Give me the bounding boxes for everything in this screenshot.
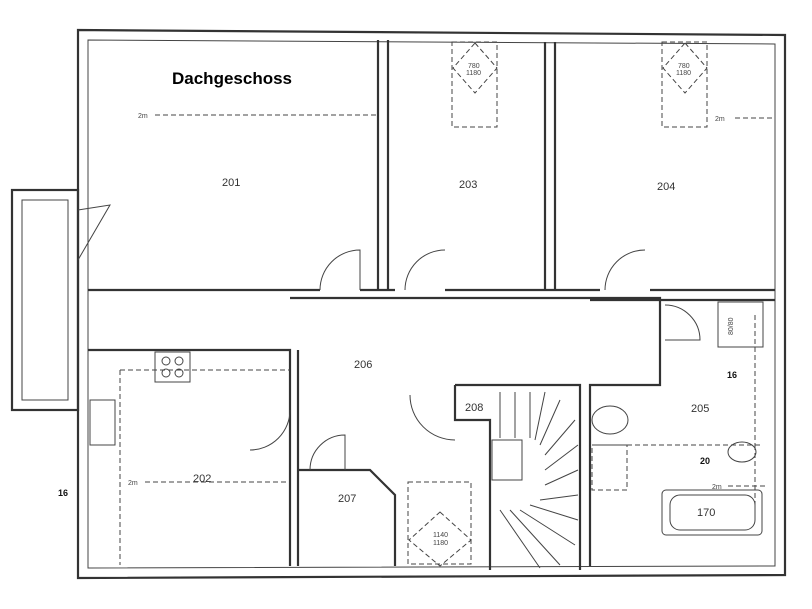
window-size-stair: 1140 xyxy=(433,532,448,539)
room-label-207: 207 xyxy=(338,493,356,505)
shower-size: 80/80 xyxy=(728,317,735,335)
room-label-204: 204 xyxy=(657,181,675,193)
room-label-201: 201 xyxy=(222,177,240,189)
kitchen-counter xyxy=(89,351,290,565)
pipe-size-bath-vertical: 16 xyxy=(727,370,737,380)
pipe-size-bath-horizontal: 20 xyxy=(700,456,710,466)
window-size-204: 780 xyxy=(678,63,690,70)
window-size-203: 780 xyxy=(468,63,480,70)
clearance-label: 2m xyxy=(138,113,148,120)
window-size-203: 1180 xyxy=(466,70,481,77)
interior-walls xyxy=(88,40,775,570)
window-size-stair: 1180 xyxy=(433,540,448,547)
bathtub-size: 170 xyxy=(697,507,715,519)
room-label-206: 206 xyxy=(354,359,372,371)
room-label-203: 203 xyxy=(459,179,477,191)
outer-walls xyxy=(76,28,787,580)
skylight-204 xyxy=(661,41,708,128)
skylight-stair xyxy=(407,481,472,567)
clearance-label: 2m xyxy=(712,484,722,491)
staircase xyxy=(491,391,579,569)
bathroom-fixtures xyxy=(591,301,764,536)
pipe-size-kitchen: 16 xyxy=(58,488,68,498)
floor-title: Dachgeschoss xyxy=(172,69,292,88)
doors xyxy=(77,204,701,471)
room-label-205: 205 xyxy=(691,403,709,415)
room-label-208: 208 xyxy=(465,402,483,414)
skylight-203 xyxy=(451,41,498,128)
window-size-204: 1180 xyxy=(676,70,691,77)
clearance-label: 2m xyxy=(715,116,725,123)
clearance-label: 2m xyxy=(128,480,138,487)
balcony xyxy=(10,188,80,412)
room-label-202: 202 xyxy=(193,473,211,485)
